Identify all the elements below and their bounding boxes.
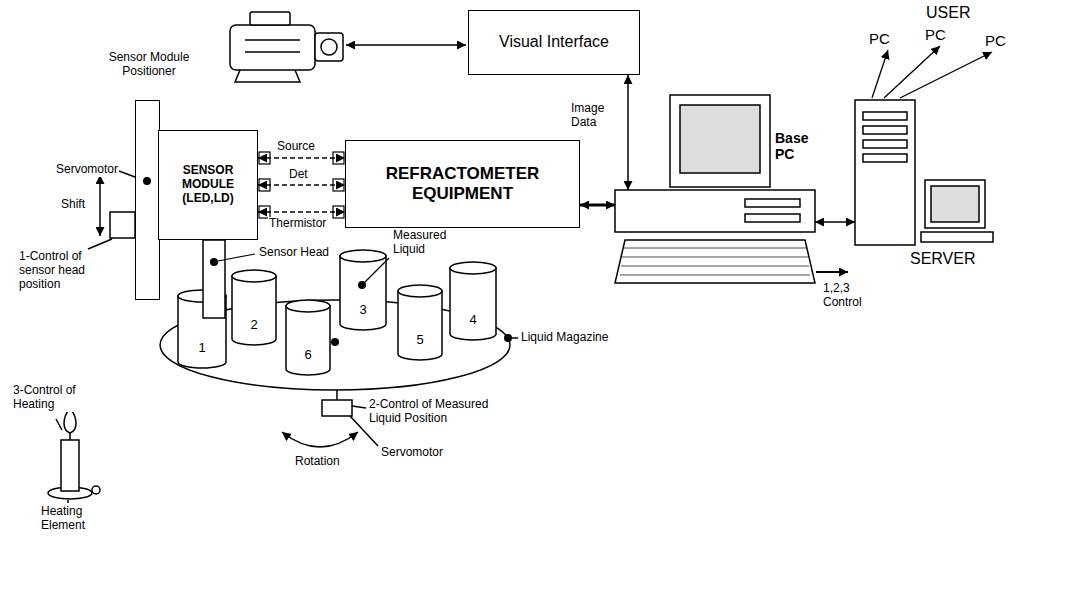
shift-mechanism-part bbox=[88, 239, 112, 249]
liquid-magazine-part bbox=[512, 337, 518, 339]
user-pc-links-part bbox=[884, 46, 940, 98]
liquid-container-outline bbox=[286, 300, 330, 375]
heating-element-part bbox=[69, 433, 71, 440]
liquid-container: 5 bbox=[398, 285, 442, 360]
node-label: SENSOR MODULE (LED,LD) bbox=[163, 164, 253, 205]
part-label: Servomotor bbox=[55, 163, 119, 177]
server-outline bbox=[855, 100, 915, 245]
liquid-container: 2 bbox=[232, 270, 276, 345]
liquid-container-outline bbox=[340, 250, 386, 330]
part-label: 1-Control of sensor head position bbox=[18, 250, 120, 291]
connector bbox=[258, 184, 345, 186]
part-label: Sensor Head bbox=[258, 246, 330, 260]
part-label: Liquid Magazine bbox=[520, 331, 609, 345]
visual-interface-box: Visual Interface bbox=[468, 10, 640, 75]
base-pc: Base PC bbox=[615, 190, 815, 285]
liquid-container-outline bbox=[178, 290, 226, 368]
liquid-container: 1 bbox=[178, 290, 226, 368]
shift-mechanism-part bbox=[99, 175, 101, 236]
connector bbox=[815, 221, 855, 223]
base-pc-outline bbox=[615, 190, 815, 285]
leader-lines-part bbox=[218, 254, 255, 261]
part-label: Shift bbox=[60, 198, 86, 212]
node-label: Sensor Module Positioner bbox=[104, 51, 194, 79]
signal-label: Source bbox=[276, 140, 316, 154]
heating-element-part bbox=[61, 440, 79, 491]
node-label: Base PC bbox=[775, 130, 815, 162]
node-label: SERVER bbox=[910, 250, 1060, 268]
heating-element-part bbox=[92, 486, 100, 494]
video-camera bbox=[230, 12, 343, 82]
user-pc-links-part bbox=[900, 52, 992, 98]
heating-element-part bbox=[56, 419, 62, 430]
server: SERVER bbox=[855, 100, 915, 245]
liquid-magazine-part bbox=[322, 400, 352, 416]
liquid-container-outline bbox=[398, 285, 442, 360]
connector bbox=[580, 204, 615, 207]
liquid-container-outline bbox=[232, 270, 276, 345]
part-label: 1,2,3 Control bbox=[822, 282, 874, 310]
signal-label: Thermistor bbox=[268, 217, 327, 231]
part-label: Measured Liquid bbox=[392, 229, 454, 257]
part-label: 2-Control of Measured Liquid Position bbox=[368, 398, 520, 426]
refractometer-box: REFRACTOMETER EQUIPMENT bbox=[345, 140, 580, 228]
liquid-magazine-part bbox=[282, 432, 358, 447]
heating-element-part bbox=[67, 500, 69, 503]
connector bbox=[627, 75, 629, 190]
marker-dots-part bbox=[210, 258, 218, 266]
callout-number: 4 bbox=[450, 313, 496, 328]
video-camera-part bbox=[250, 12, 290, 25]
heating-element bbox=[48, 408, 100, 503]
callout-number: 1 bbox=[178, 341, 226, 356]
part-label: PC bbox=[868, 30, 891, 47]
user-pc-links-part bbox=[872, 50, 888, 98]
liquid-container-outline bbox=[450, 262, 496, 340]
callout-number: 6 bbox=[286, 348, 330, 363]
part-label: Heating Element bbox=[40, 505, 102, 533]
video-camera-part bbox=[245, 39, 300, 41]
connector-squares bbox=[259, 152, 344, 218]
part-label: USER bbox=[925, 4, 971, 22]
video-camera-part bbox=[245, 51, 300, 53]
video-camera-part bbox=[315, 33, 343, 61]
part-label: PC bbox=[984, 32, 1007, 49]
callout-number: 5 bbox=[398, 333, 442, 348]
liquid-magazine-part bbox=[336, 390, 338, 400]
user-pc-links bbox=[872, 46, 992, 98]
liquid-container: 3 bbox=[340, 250, 386, 330]
connector bbox=[258, 157, 345, 159]
part-label: PC bbox=[924, 26, 947, 43]
callout-number: 2 bbox=[232, 318, 276, 333]
signal-label: Image Data bbox=[570, 102, 622, 130]
node-label: Visual Interface bbox=[499, 33, 609, 51]
liquid-container: 4 bbox=[450, 262, 496, 340]
video-camera-part bbox=[321, 39, 337, 55]
connector bbox=[258, 211, 345, 213]
liquid-container: 6 bbox=[286, 300, 330, 375]
video-camera-part bbox=[235, 70, 300, 82]
marker-dots-part bbox=[331, 338, 339, 346]
control-arrow-part bbox=[816, 271, 848, 273]
part-label: Rotation bbox=[294, 455, 341, 469]
part-label: 3-Control of Heating bbox=[12, 384, 84, 412]
sensor-module-box: SENSOR MODULE (LED,LD) bbox=[158, 130, 258, 240]
callout-number: 3 bbox=[340, 303, 386, 318]
part-label: Servomotor bbox=[380, 446, 444, 460]
shift-mechanism-part bbox=[110, 212, 135, 238]
control-arrow bbox=[816, 271, 848, 273]
signal-label: Det bbox=[288, 168, 309, 182]
video-camera-part bbox=[230, 25, 315, 70]
positioner-bar: Sensor Module Positioner bbox=[135, 100, 160, 300]
marker-dots-part bbox=[504, 334, 512, 342]
liquid-magazine-part bbox=[352, 406, 366, 408]
camera-link bbox=[346, 44, 466, 46]
heating-element-part bbox=[64, 408, 76, 433]
node-label: REFRACTOMETER EQUIPMENT bbox=[350, 164, 575, 203]
